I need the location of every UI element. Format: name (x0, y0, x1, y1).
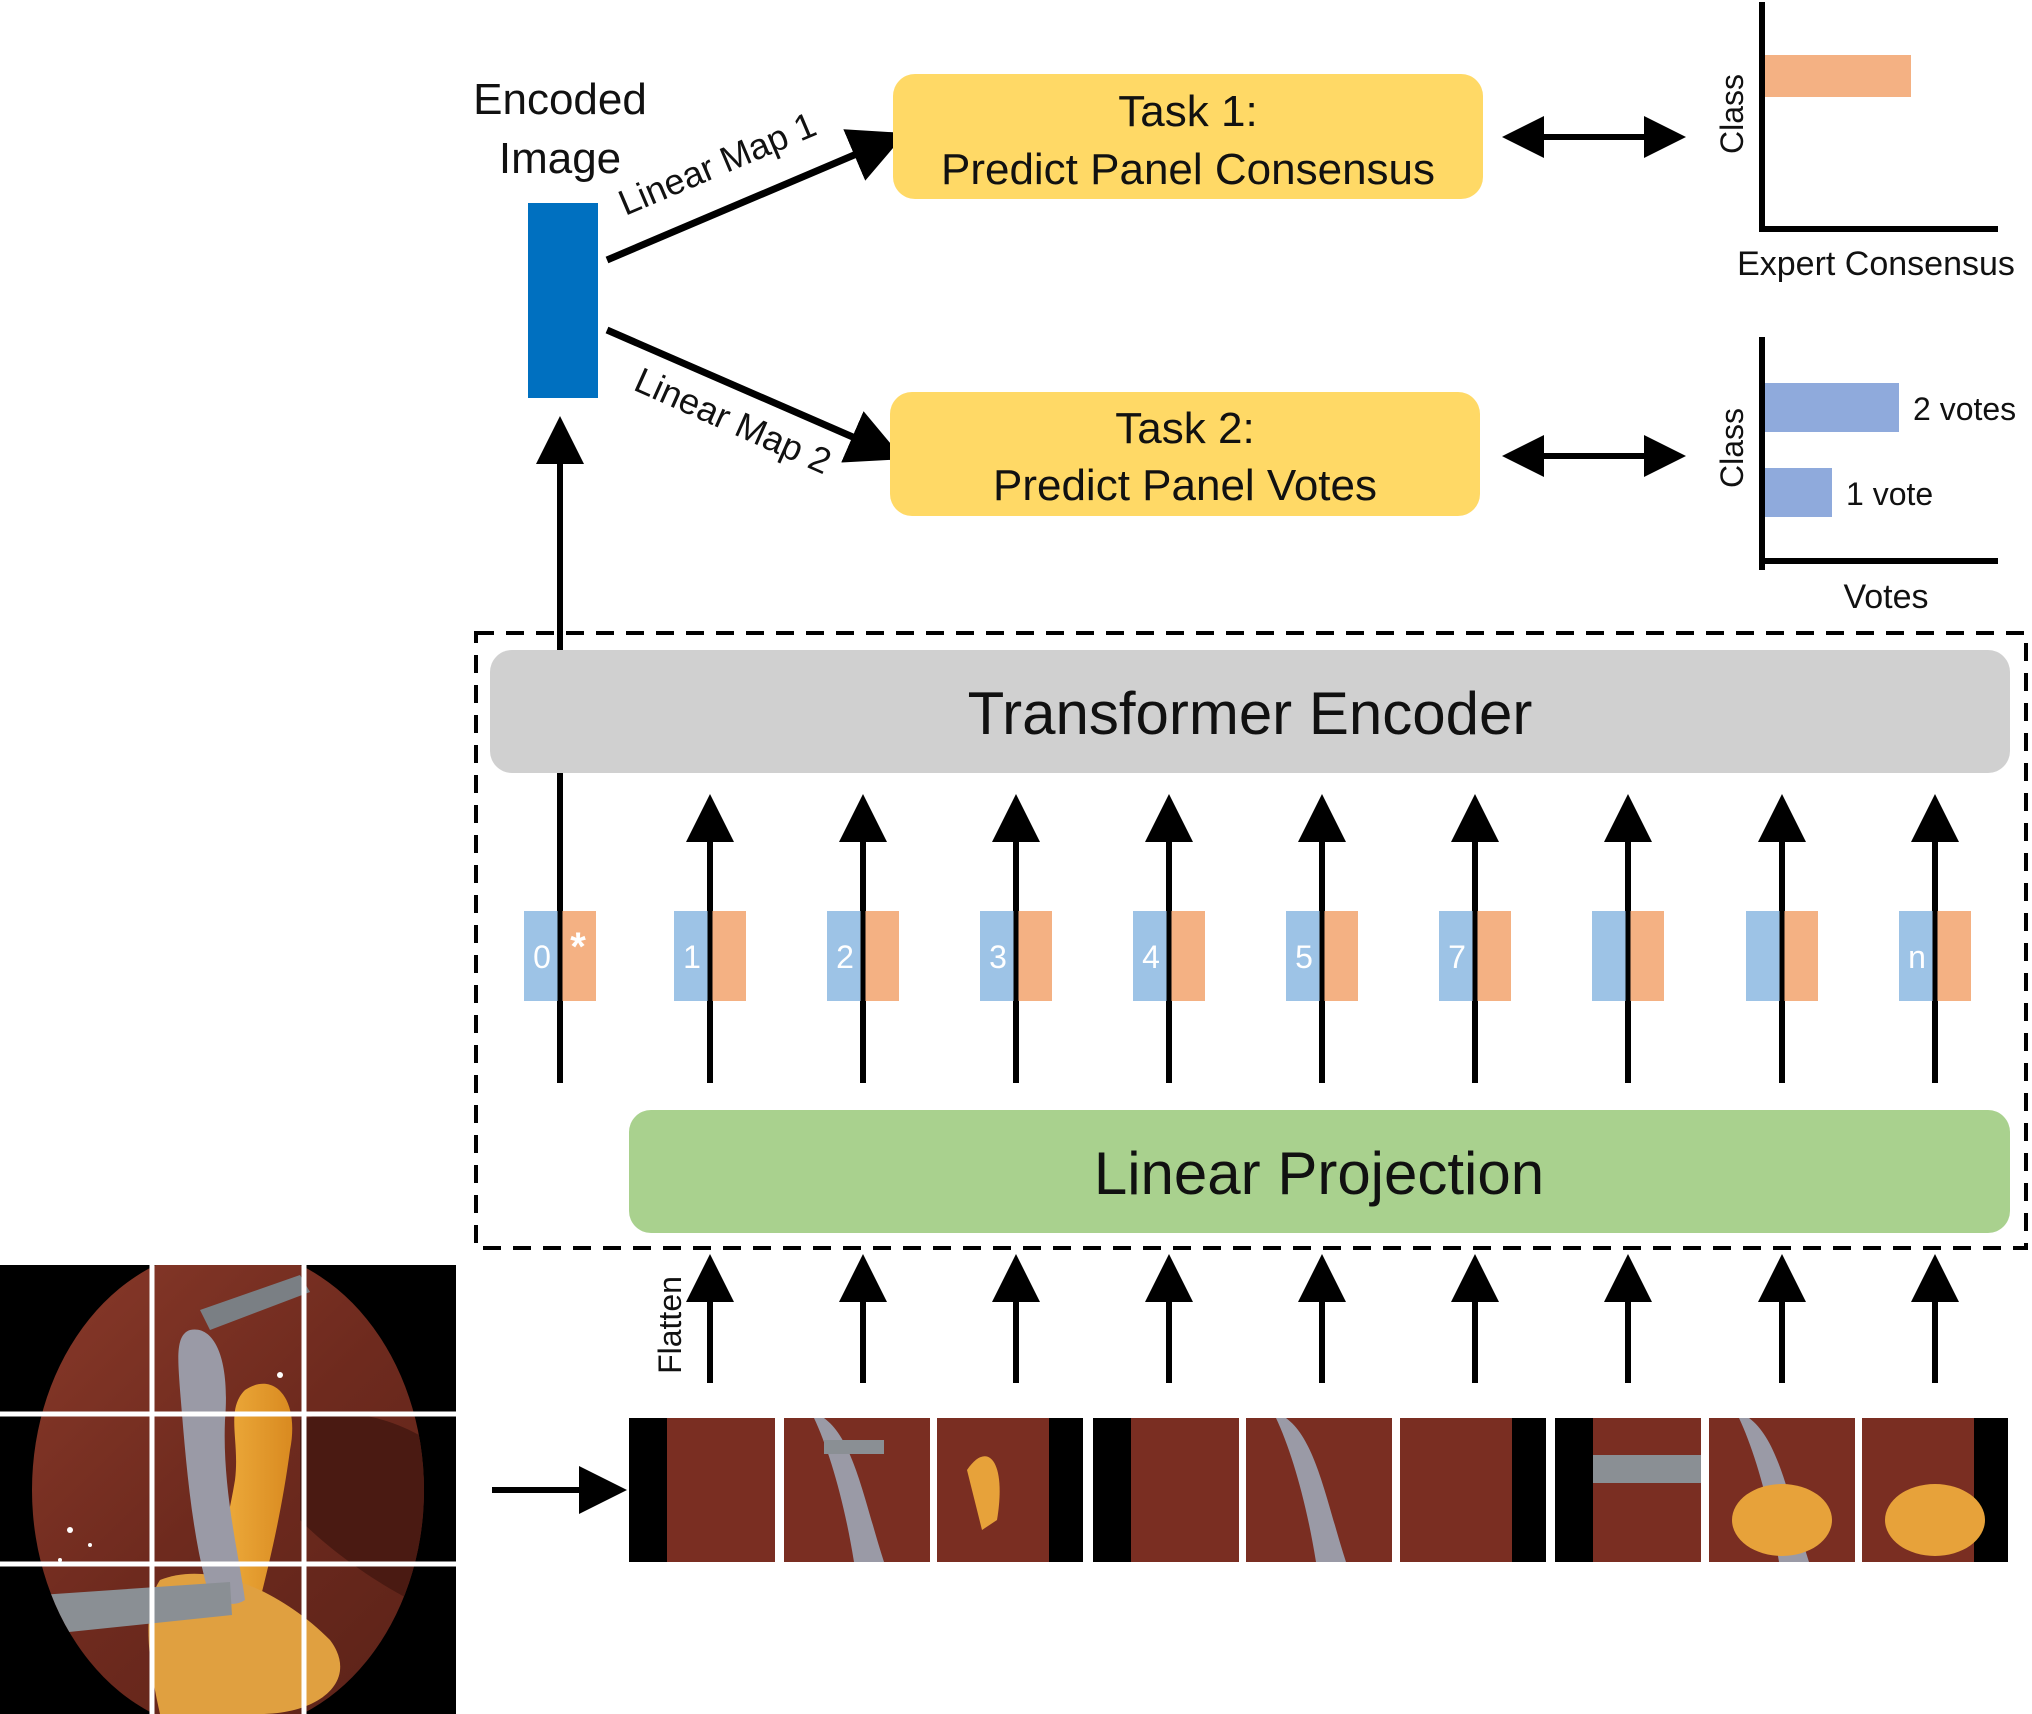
encoder-dashed-frame (474, 631, 2028, 1250)
token-column: 5 (1286, 794, 1358, 1083)
patch-embedding (1322, 911, 1358, 1001)
token-index: 2 (836, 939, 854, 975)
image-patch (1400, 1418, 1546, 1562)
patch-tool (1593, 1455, 1701, 1483)
position-embedding (524, 911, 560, 1001)
task2-box (890, 392, 1480, 516)
image-patch (1246, 1418, 1392, 1562)
chart2-xlabel: Votes (1843, 578, 1928, 616)
image-patch (1555, 1418, 1701, 1562)
linear-map-1-arrow (605, 129, 906, 264)
patch-border-dark (1512, 1418, 1546, 1562)
position-embedding (1746, 911, 1782, 1001)
patch-border-dark (1555, 1418, 1593, 1562)
image-patch (1093, 1418, 1239, 1562)
source-image-grid (0, 1265, 456, 1714)
cls-marker: * (570, 925, 586, 969)
position-embedding (674, 911, 710, 1001)
token-index: 0 (533, 939, 551, 975)
chart1-xlabel: Expert Consensus (1737, 245, 2015, 283)
linear-map-2-arrow (605, 326, 904, 463)
linear-projection-box (629, 1110, 2010, 1233)
encoded-image-label-2: Image (499, 134, 621, 183)
patch-fat (1732, 1484, 1832, 1556)
patch-fat (1885, 1484, 1985, 1556)
position-embedding (980, 911, 1016, 1001)
task2-subtitle: Predict Panel Votes (993, 461, 1377, 510)
linear-map-2-label: Linear Map 2 (629, 359, 838, 482)
patch-embedding (1475, 911, 1511, 1001)
task1-title: Task 1: (1118, 87, 1257, 136)
patch-embedding (1169, 911, 1205, 1001)
token-index: 3 (989, 939, 1007, 975)
linear-projection-label: Linear Projection (1094, 1140, 1544, 1207)
token-column: 1 (674, 794, 746, 1083)
position-embedding (1439, 911, 1475, 1001)
patch-strip (629, 1418, 2008, 1562)
token-column: 7 (1439, 794, 1511, 1083)
token-column: 2 (827, 794, 899, 1083)
chart2-bar (1765, 468, 1832, 517)
image-patch (937, 1418, 1083, 1562)
patch-tool (824, 1440, 884, 1454)
token-column (1592, 794, 1664, 1083)
patch-embedding (1016, 911, 1052, 1001)
encoded-image-vector (528, 203, 598, 398)
patch-embedding (1935, 911, 1971, 1001)
token-index: 7 (1448, 939, 1466, 975)
panel-votes-chart: Class Votes 2 votes 1 vote (1714, 337, 2016, 616)
task1-subtitle: Predict Panel Consensus (941, 145, 1435, 194)
position-embedding (1592, 911, 1628, 1001)
image-patch (1862, 1418, 2008, 1562)
image-patch (1709, 1418, 1855, 1562)
token-column: 3 (980, 794, 1052, 1083)
patch-embedding (1628, 911, 1664, 1001)
position-embedding (1286, 911, 1322, 1001)
token-index: n (1908, 939, 1926, 975)
patch-border-dark (1974, 1418, 2008, 1562)
expert-consensus-chart: Class Expert Consensus (1714, 2, 2015, 283)
patch-fat (967, 1456, 1000, 1530)
token-column (1746, 794, 1818, 1083)
chart2-ylabel: Class (1714, 408, 1750, 488)
token-index: 1 (683, 939, 701, 975)
image-patch (784, 1418, 930, 1562)
chart1-ylabel: Class (1714, 74, 1750, 154)
chart2-bar (1765, 383, 1899, 432)
position-embedding (1133, 911, 1169, 1001)
patch-embedding (1782, 911, 1818, 1001)
token-column: 4 (1133, 794, 1205, 1083)
token-column: n (1899, 794, 1971, 1083)
patch-embedding (560, 911, 596, 1001)
position-embedding (827, 911, 863, 1001)
flatten-label: Flatten (652, 1276, 688, 1374)
task2-title: Task 2: (1115, 404, 1254, 453)
position-embedding (1899, 911, 1935, 1001)
chart2-bar-label: 2 votes (1913, 391, 2016, 427)
token-column: 0* (524, 773, 596, 1083)
patch-embedding (710, 911, 746, 1001)
patch-border-dark (1093, 1418, 1131, 1562)
token-index: 5 (1295, 939, 1313, 975)
transformer-encoder-label: Transformer Encoder (968, 680, 1533, 747)
patch-border-dark (1049, 1418, 1083, 1562)
chart2-bar-label: 1 vote (1846, 476, 1933, 512)
chart1-bar (1765, 55, 1911, 97)
patch-duct (1276, 1418, 1346, 1562)
encoded-image-label-1: Encoded (473, 75, 647, 124)
token-index: 4 (1142, 939, 1160, 975)
patch-border-dark (629, 1418, 667, 1562)
transformer-encoder-box (490, 650, 2010, 773)
image-patch (629, 1418, 775, 1562)
patch-embedding (863, 911, 899, 1001)
task1-box (893, 74, 1483, 199)
flatten-arrows (686, 1254, 1959, 1383)
